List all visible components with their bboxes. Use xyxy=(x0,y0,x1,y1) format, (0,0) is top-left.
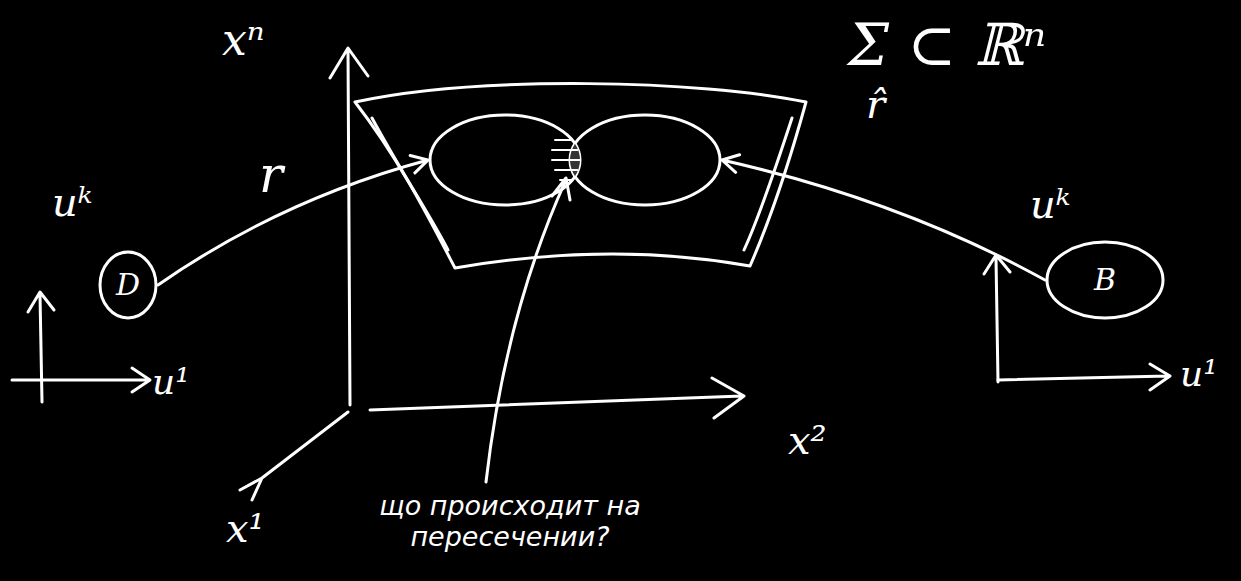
axis-label: xⁿ xyxy=(222,18,265,62)
axis-uk-right xyxy=(984,255,1010,382)
axis-label: x¹ xyxy=(226,508,265,548)
question-note: що происходит на пересечении? xyxy=(330,490,690,552)
axis-label: uᵏ xyxy=(1030,184,1070,224)
mapping-arrow xyxy=(722,155,1045,280)
axis-label: u¹ xyxy=(1180,356,1218,392)
domain-circle: D xyxy=(98,250,158,320)
axis-x2 xyxy=(370,378,744,418)
surface-label: Σ ⊂ ℝⁿ xyxy=(848,16,1046,74)
axis-label: x² xyxy=(788,420,827,460)
axis-u1-left xyxy=(12,368,150,392)
surface-region: Σ ⊂ ℝⁿr̂ xyxy=(428,114,722,206)
leader-arrow xyxy=(486,178,570,482)
intersection-hatch xyxy=(552,115,720,205)
axis-uk-left xyxy=(28,292,54,402)
image-right xyxy=(570,115,720,205)
domain-label: D xyxy=(116,270,140,300)
surface-band xyxy=(355,84,806,268)
axis-x1 xyxy=(240,412,348,500)
subscript-label: r̂ xyxy=(866,84,885,124)
axis-label: u¹ xyxy=(152,364,190,400)
map-label: r xyxy=(255,150,287,200)
axis-label: uᵏ xyxy=(52,182,92,222)
mapping-arrow xyxy=(158,155,428,285)
axis-u1-right xyxy=(998,364,1170,390)
domain-circle: B xyxy=(1045,240,1165,320)
domain-label: B xyxy=(1094,265,1116,295)
